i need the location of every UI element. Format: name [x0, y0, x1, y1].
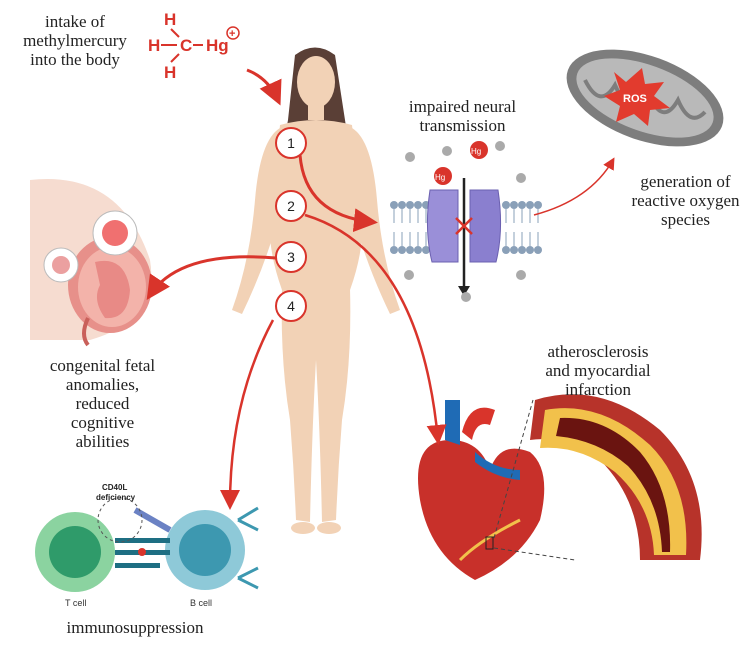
lipid-head	[526, 246, 534, 254]
lipid-head	[406, 201, 414, 209]
lipid-head	[502, 201, 510, 209]
neural-transmission-label: impaired neural transmission	[408, 97, 517, 135]
atom-h-left: H	[148, 36, 160, 55]
cd40l-label-1: CD40L	[102, 483, 127, 492]
fetal-anomalies-label: congenital fetal anomalies, reduced cogn…	[49, 356, 156, 451]
atom-c: C	[180, 36, 192, 55]
lipid-head	[390, 246, 398, 254]
heart-illustration	[418, 400, 545, 580]
atom-h-top: H	[164, 10, 176, 29]
lipid-head	[414, 201, 422, 209]
lipid-head	[406, 246, 414, 254]
lipid-head	[398, 201, 406, 209]
charge-sign: +	[229, 28, 235, 40]
human-figure	[232, 47, 400, 534]
atom-h-bottom: H	[164, 63, 176, 82]
lipid-head	[534, 246, 542, 254]
lipid-head	[534, 201, 542, 209]
arrows	[146, 68, 615, 510]
membrane-bilayer	[390, 201, 542, 254]
lipid-head	[422, 246, 430, 254]
badge-1: 1	[275, 127, 307, 159]
intake-label: intake of methylmercury into the body	[23, 12, 127, 69]
lipid-head	[414, 246, 422, 254]
ros-burst-icon	[604, 68, 670, 126]
badge-3: 3	[275, 241, 307, 273]
immunosuppression-label: immunosuppression	[66, 618, 204, 637]
atherosclerosis-label: atherosclerosis and myocardial infarctio…	[545, 342, 651, 399]
ros-text: ROS	[623, 93, 647, 105]
badge-2: 2	[275, 190, 307, 222]
lipid-head	[526, 201, 534, 209]
lipid-head	[518, 246, 526, 254]
hg-ion-1: Hg	[435, 173, 445, 182]
methylmercury-molecule: H H C H Hg +	[148, 10, 240, 82]
immune-cells-illustration: CD40L deficiency	[35, 483, 259, 592]
badge-4: 4	[275, 290, 307, 322]
fetus-illustration	[30, 179, 152, 347]
mitochondrion-illustration: ROS	[566, 49, 724, 147]
lipid-head	[510, 246, 518, 254]
b-cell-label: B cell	[190, 598, 213, 608]
hg-ion-2: Hg	[471, 147, 481, 156]
ion-channel-illustration: Hg Hg	[390, 141, 542, 302]
atom-hg: Hg	[206, 36, 229, 55]
lipid-head	[390, 201, 398, 209]
lipid-head	[398, 246, 406, 254]
lipid-head	[518, 201, 526, 209]
ros-generation-label: generation of reactive oxygen species	[631, 172, 740, 229]
t-cell-label: T cell	[65, 598, 87, 608]
cd40l-label-2: deficiency	[96, 493, 136, 502]
lipid-head	[502, 246, 510, 254]
artery-illustration	[493, 394, 702, 561]
lipid-head	[510, 201, 518, 209]
